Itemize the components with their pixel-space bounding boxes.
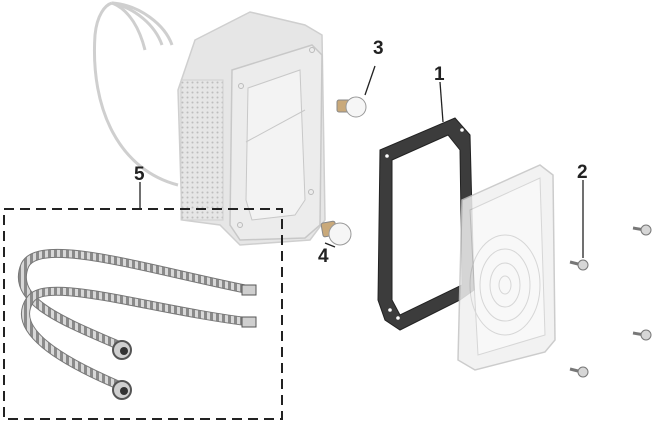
screw	[569, 259, 589, 271]
bulb-upper	[336, 96, 367, 118]
screw-set	[569, 224, 652, 378]
callout-1: 1	[434, 64, 445, 85]
hose-fitting	[241, 284, 257, 296]
screw	[632, 224, 652, 236]
callout-2: 2	[577, 162, 588, 183]
hose-fitting	[112, 340, 132, 360]
hose-fitting	[112, 380, 132, 400]
tail-light-housing	[177, 11, 326, 246]
wire-harness	[92, 1, 179, 187]
callout-3: 3	[373, 38, 384, 59]
hose-fitting	[241, 316, 257, 328]
screw	[569, 366, 589, 378]
conduit-hoses	[17, 248, 257, 400]
leader-lines	[139, 65, 584, 258]
bulb-lower	[320, 220, 352, 246]
gasket	[377, 117, 475, 331]
lens	[457, 164, 556, 371]
callout-5: 5	[134, 164, 145, 185]
kit-dashed-box	[3, 208, 283, 420]
callout-4: 4	[318, 246, 329, 267]
screw	[632, 329, 652, 341]
